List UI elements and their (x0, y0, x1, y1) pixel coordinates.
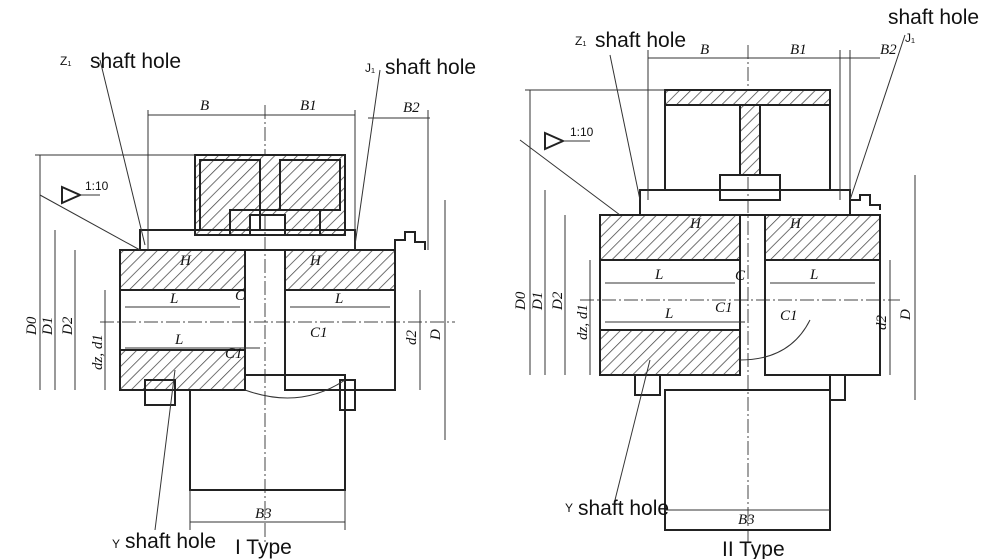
dim-c: C (235, 288, 246, 304)
dim-h-right-ii: H (789, 216, 802, 232)
dim-d2-small-ii: d2 (874, 315, 890, 331)
dim-l-upper: L (169, 291, 178, 307)
dim-h-left: H (179, 253, 192, 269)
dim-c1-left-ii: C1 (715, 300, 733, 316)
dim-b1-ii: B1 (790, 42, 807, 58)
dim-l-right: L (334, 291, 343, 307)
dim-d: D (428, 329, 444, 341)
dim-d-ii: D (898, 309, 914, 321)
taper-triangle-ii (544, 131, 566, 151)
y-shaft-hole-label: shaft hole (125, 530, 216, 553)
dim-d2-ii: D2 (550, 291, 566, 311)
z1-label-ii: Z₁ (575, 34, 586, 48)
dim-b2-ii: B2 (880, 42, 897, 58)
taper-ratio-ii: 1:10 (570, 125, 594, 139)
dim-d0-ii: D0 (513, 291, 529, 311)
dim-d1: D1 (40, 317, 56, 336)
z1-shaft-hole-label-ii: shaft hole (595, 29, 686, 52)
dim-l-upper-ii: L (654, 267, 663, 283)
dim-dz-d1-ii: dz, d1 (575, 304, 591, 340)
dim-b-ii: B (700, 42, 709, 58)
type-ii-drawing (519, 34, 916, 545)
dim-c1-left: C1 (225, 346, 243, 362)
dim-l-right-ii: L (809, 267, 818, 283)
dim-h-left-ii: H (689, 216, 702, 232)
y-label: Y (112, 537, 120, 551)
hub-left-ii (599, 214, 741, 261)
dim-h-right: H (309, 253, 322, 269)
hub-right-ii (764, 214, 881, 261)
drum-lower-ii (664, 389, 831, 531)
drum-lower (189, 374, 346, 491)
dim-c1-right-ii: C1 (780, 308, 798, 324)
dim-b: B (200, 98, 209, 114)
j1-label: J₁ (365, 61, 375, 75)
dim-l-lower: L (174, 332, 183, 348)
dim-l-lower-ii: L (664, 306, 673, 322)
taper-triangle (61, 185, 83, 205)
dim-b3-ii: B3 (738, 512, 755, 528)
dim-c1-right: C1 (310, 325, 328, 341)
dim-b3: B3 (255, 506, 272, 522)
type-i-label: I Type (235, 536, 292, 559)
type-i-drawing (35, 59, 455, 545)
dim-b2: B2 (403, 100, 420, 116)
taper-ratio: 1:10 (85, 179, 109, 193)
dim-b1: B1 (300, 98, 317, 114)
z1-label: Z₁ (60, 54, 71, 68)
dim-d1-ii: D1 (530, 292, 546, 311)
y-shaft-hole-label-ii: shaft hole (578, 497, 669, 520)
dim-d0: D0 (24, 316, 40, 336)
hub-right-upper (284, 249, 396, 291)
j1-shaft-hole-label: shaft hole (385, 56, 476, 79)
type-ii-label: II Type (722, 538, 785, 559)
dim-c-ii: C (735, 268, 746, 284)
j1-label-ii: J₁ (905, 31, 915, 45)
drum-upper (194, 154, 346, 236)
z1-shaft-hole-label: shaft hole (90, 50, 181, 73)
dim-d2: D2 (60, 316, 76, 336)
dim-dz-d1: dz, d1 (90, 334, 106, 370)
j1-shaft-hole-label-ii: shaft hole (888, 6, 979, 29)
dim-d2-small: d2 (404, 330, 420, 346)
y-label-ii: Y (565, 501, 573, 515)
